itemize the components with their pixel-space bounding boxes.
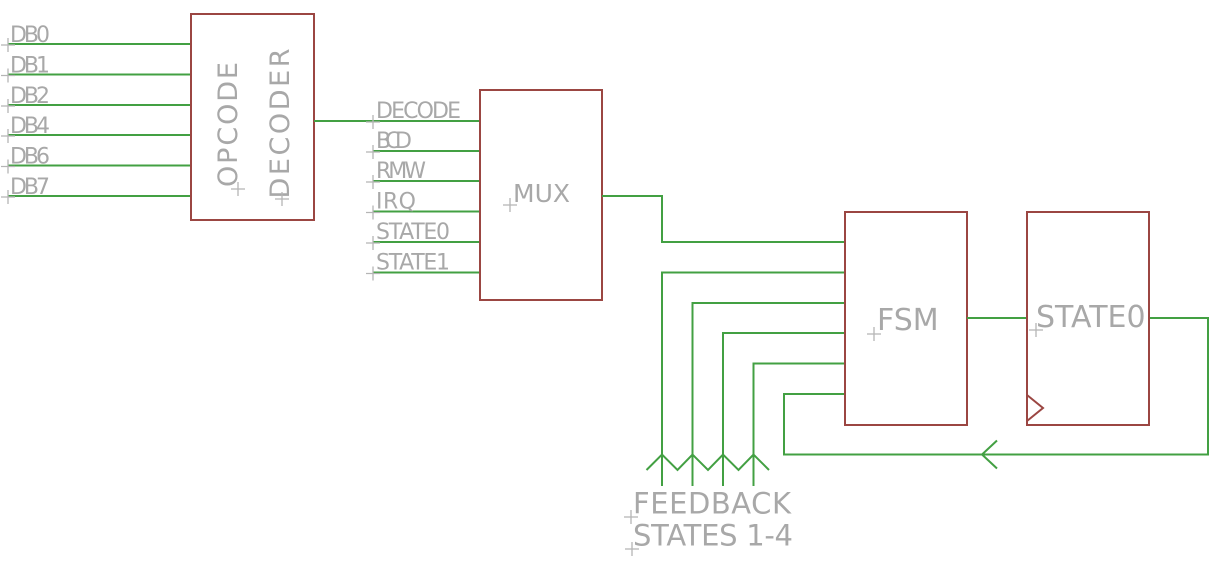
state0-block: STATE0 <box>1026 211 1150 426</box>
text-origin-cross <box>1 38 15 52</box>
text-origin-cross <box>1 159 15 174</box>
feedback-note-line1[interactable]: FEEDBACK <box>633 487 792 521</box>
decoder-input-label[interactable]: DB6 <box>10 145 50 170</box>
state0-name[interactable]: STATE0 <box>1036 300 1146 335</box>
mux-input-label[interactable]: STATE0 <box>376 220 450 245</box>
text-origin-cross <box>1029 323 1043 337</box>
text-origin-cross <box>275 192 289 206</box>
decoder-input-label[interactable]: DB4 <box>10 114 50 139</box>
mux-input-label[interactable]: BCD <box>376 129 412 154</box>
mux-input-label[interactable]: STATE1 <box>376 251 450 276</box>
feedback-wire-2[interactable] <box>691 302 846 486</box>
text-origin-cross <box>366 266 380 281</box>
text-origin-cross <box>366 145 380 159</box>
decoder-input-label[interactable]: DB7 <box>10 175 50 200</box>
feedback-left-arrowhead-icon <box>980 439 998 470</box>
decoder-input-label[interactable]: DB0 <box>10 23 50 48</box>
text-origin-cross <box>625 542 639 556</box>
mux-input-label[interactable]: IRQ <box>376 190 416 215</box>
text-origin-cross <box>867 327 881 341</box>
feedback-wire-4[interactable] <box>752 362 846 487</box>
opcode-decoder-block: OPCODE DECODER <box>190 13 315 221</box>
feedback-annotation: FEEDBACK STATES 1-4 <box>624 487 793 556</box>
mux-output-wire[interactable] <box>602 195 845 243</box>
fsm-block: FSM <box>844 211 968 426</box>
fsm-name[interactable]: FSM <box>877 303 939 338</box>
mux-name[interactable]: MUX <box>513 179 570 208</box>
feedback-wire-1[interactable] <box>661 271 845 487</box>
text-origin-cross <box>366 175 380 189</box>
opcode-decoder-box[interactable] <box>190 13 315 221</box>
mux-input-label[interactable]: RMW <box>376 159 426 184</box>
text-origin-cross <box>366 236 380 250</box>
feedback-note-line2[interactable]: STATES 1-4 <box>633 519 793 553</box>
text-origin-cross <box>366 205 380 220</box>
text-origin-cross <box>1 99 15 113</box>
text-origin-cross <box>231 182 245 196</box>
opcode-decoder-name-line2[interactable]: DECODER <box>265 49 296 199</box>
decoder-inputs: DB0 DB1 DB2 DB4 DB6 DB7 <box>1 23 191 204</box>
clock-input-chevron-icon <box>1026 394 1045 422</box>
state0-box[interactable] <box>1026 211 1150 426</box>
text-origin-cross <box>1 190 15 204</box>
feedback-wire-3[interactable] <box>722 332 845 486</box>
opcode-decoder-name-line1[interactable]: OPCODE <box>213 62 244 187</box>
state0-feedback-loop-wire[interactable] <box>783 317 1209 456</box>
decoder-input-label[interactable]: DB2 <box>10 84 50 109</box>
decoder-input-label[interactable]: DB1 <box>10 54 50 79</box>
text-origin-cross <box>503 198 517 212</box>
text-origin-cross <box>624 510 638 524</box>
feedback-up-arrowheads-icon <box>645 453 770 472</box>
feedback-wires <box>645 271 1209 487</box>
text-origin-cross <box>366 115 380 129</box>
text-origin-cross <box>1 129 15 143</box>
mux-block: MUX <box>479 89 603 301</box>
mux-input-label[interactable]: DECODE <box>376 99 461 124</box>
text-origin-cross <box>1 68 15 83</box>
mux-inputs: DECODE BCD RMW IRQ STATE0 STATE1 <box>366 99 480 281</box>
